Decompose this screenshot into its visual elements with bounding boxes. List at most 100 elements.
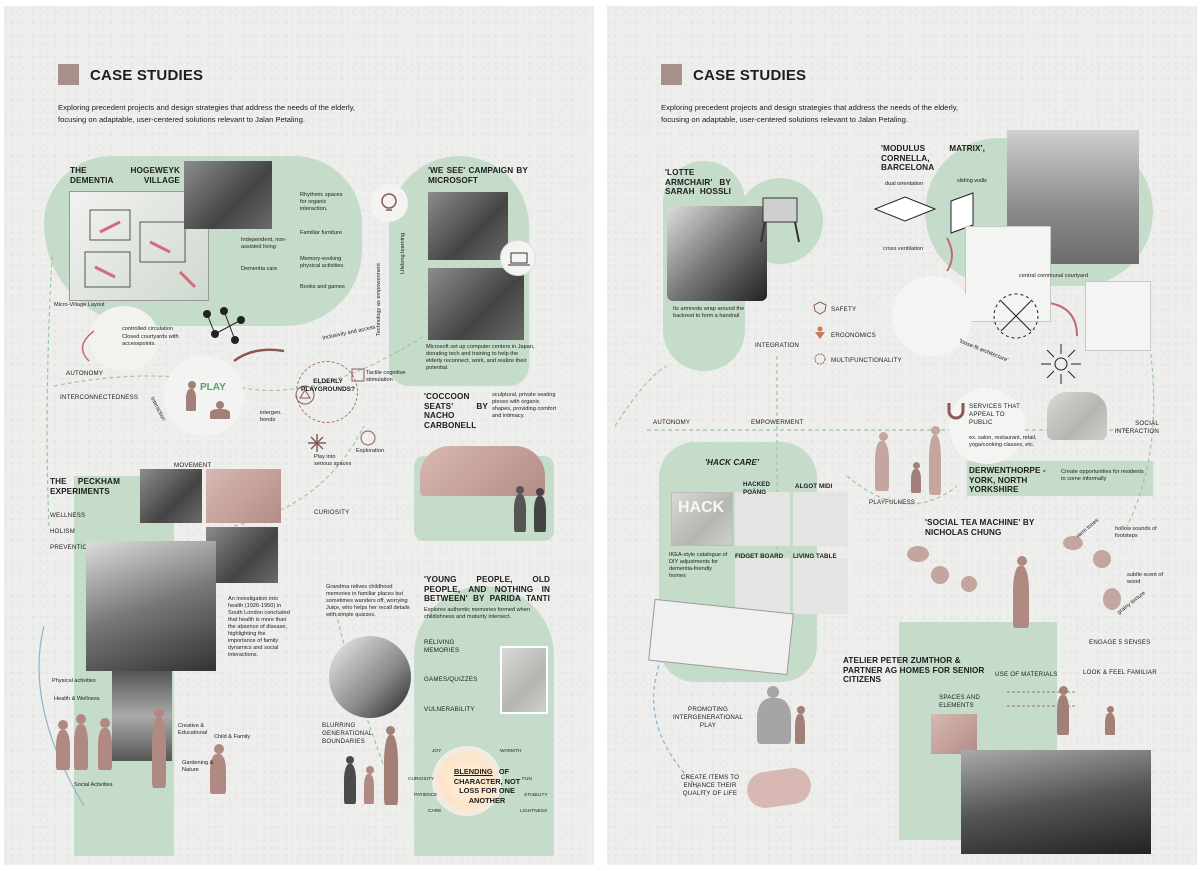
left-flow-lines <box>38 255 425 807</box>
title-marker <box>58 64 79 85</box>
right-title: CASE STUDIES <box>693 67 807 84</box>
loose-fit-circle <box>892 276 972 356</box>
blurring-label: BLURRING GENERATIONAL BOUNDARIES <box>322 722 373 745</box>
zumthor-building-photo <box>961 750 1151 854</box>
title-marker <box>661 64 682 85</box>
blending-rest: OF CHARACTER, NOT LOSS FOR ONE ANOTHER <box>453 767 521 805</box>
curiosity-label: CURIOSITY <box>314 509 350 516</box>
elderly-playgrounds-ring <box>296 361 358 423</box>
services-circle <box>949 388 1025 464</box>
derwenthorpe-body: Create opportunities for residents to co… <box>1061 469 1144 482</box>
circulation-blob <box>89 306 159 371</box>
services-examples: ex. salon, restaurant, retail, yoga/cook… <box>969 435 1037 448</box>
play-label: PLAY <box>200 382 226 393</box>
elderly-playgrounds-label: ELDERLY PLAYGROUNDS? <box>301 378 355 393</box>
gear-icon <box>814 353 826 365</box>
blending-glow <box>432 746 502 816</box>
ring-care: CARE <box>428 809 442 814</box>
create-items-label: CREATE ITEMS TO ENHANCE THEIR QUALITY OF… <box>680 774 740 797</box>
tech-label: Technology as empowerment <box>376 263 382 336</box>
salon-chair <box>1047 392 1107 440</box>
sun-icon <box>1041 344 1081 384</box>
modulus-siteplan <box>1085 281 1151 351</box>
play-serious-label: Play into serious spaces <box>314 454 352 467</box>
left-title: CASE STUDIES <box>90 67 204 84</box>
hack-care-heading: 'HACK CARE' <box>704 458 760 467</box>
young-old-tag-2: GAMES/QUIZZES <box>424 676 478 683</box>
young-old-tag-3: VULNERABILITY <box>424 706 475 713</box>
hogeweyk-point-4: Dementia care <box>241 266 278 272</box>
hogeweyk-point-2: Independent, non-assisted living <box>241 237 287 250</box>
hogeweyk-point-3: Familiar furniture <box>300 230 342 236</box>
walking-figures <box>1047 686 1127 746</box>
shield-icon <box>813 301 827 315</box>
peckham-photo-1 <box>140 469 202 523</box>
modulus-heading: 'MODULUS MATRIX', CORNELLA, BARCELONA <box>881 144 985 172</box>
loose-fit-network <box>993 293 1039 339</box>
hack-item-label-4: LIVING TABLE <box>793 553 837 560</box>
peckham-building <box>86 541 216 671</box>
value-safety: SAFETY <box>831 306 857 313</box>
dual-label: dual orientation <box>885 181 924 187</box>
young-old-explores: Explores authentic memories formed when … <box>424 607 531 620</box>
interconnectedness-label: INTERCONNECTEDNESS <box>60 394 139 401</box>
hogeweyk-point-6: Books and games <box>300 284 345 290</box>
cocoon-body: sculptural, private seating pieces with … <box>492 392 557 419</box>
we-see-photo-2 <box>428 268 524 340</box>
light-bulb-icon <box>370 184 408 222</box>
playfulness-figures <box>869 426 949 501</box>
promoting-label: PROMOTING INTERGENERATIONAL PLAY <box>673 706 743 729</box>
cocoon-seats-image <box>420 446 545 496</box>
derwenthorpe-block <box>967 461 1153 496</box>
hogeweyk-heading: THE HOGEWEYK DEMENTIA VILLAGE <box>70 166 180 185</box>
peckham-photo-3 <box>206 527 278 583</box>
blending-word: BLENDING <box>454 767 493 776</box>
peckham-people <box>54 708 254 814</box>
network-icon <box>203 307 245 344</box>
cross-label: cross ventilation <box>883 246 924 252</box>
materials-label: USE OF MATERIALS <box>995 671 1058 678</box>
intergen-label: intergen. bonds <box>260 410 282 423</box>
lotte-heading: 'LOTTE ARMCHAIR' BY SARAH HOSSLI <box>665 168 731 196</box>
hack-item-label-3: FIDGET BOARD <box>735 553 784 560</box>
empowerment-label: EMPOWERMENT <box>751 419 804 426</box>
magnet-icon <box>947 403 965 420</box>
social-tea-heading: 'SOCIAL TEA MACHINE' BY NICHOLAS CHUNG <box>925 518 1035 537</box>
gardening-label: Gardening & Nature <box>182 760 214 773</box>
look-feel-label: LOOK & FEEL FAMILIAR <box>1083 669 1157 676</box>
lifelong-label: Lifelong learning <box>400 232 406 274</box>
peckham-body: An investigation into health (1926-1950)… <box>228 596 290 658</box>
hack-cover-word: HACK <box>678 499 725 516</box>
child-label: Child & Family <box>214 734 251 740</box>
we-see-photo-1 <box>428 192 508 260</box>
chair-icon <box>760 197 800 243</box>
left-intro: Exploring precedent projects and design … <box>58 103 356 124</box>
hogeweyk-point-5: Memory-evoking physical activities. <box>300 256 345 269</box>
circulation-title: controlled circulation <box>122 326 173 332</box>
peckham-heading: THE PECKHAM EXPERIMENTS <box>50 477 120 496</box>
health-label: Health & Wellness <box>54 696 100 702</box>
derwenthorpe-heading: DERWENTHORPE - YORK, NORTH YORKSHIRE <box>969 466 1046 494</box>
sliding-label: sliding walls <box>957 178 987 184</box>
zumthor-interior <box>931 714 977 754</box>
we-see-heading: 'WE SEE' CAMPAIGN BY MICROSOFT <box>428 166 528 185</box>
courtyard-label: central communal courtyard <box>1019 273 1089 279</box>
autonomy-label: AUTONOMY <box>653 419 691 426</box>
playfulness-label: PLAYFULNESS <box>869 499 916 506</box>
hack-care-cover: HACK <box>671 492 733 546</box>
hack-item-label-2: ALGOT MIDI <box>795 483 833 490</box>
peckham-value-2: HOLISM <box>50 528 75 535</box>
hogeweyk-plan <box>69 191 209 301</box>
ring-patience: PATIENCE <box>414 793 438 798</box>
young-old-heading: 'YOUNG PEOPLE, OLD PEOPLE, AND NOTHING I… <box>424 575 550 603</box>
hack-item-2 <box>793 492 848 546</box>
social-interaction-label: SOCIAL INTERACTION <box>1114 420 1159 435</box>
exploration-label: Exploration <box>356 448 384 454</box>
hack-item-3 <box>735 558 790 614</box>
autonomy-label: AUTONOMY <box>66 370 104 377</box>
hogeweyk-photo <box>184 161 272 229</box>
hack-item-1 <box>735 492 790 546</box>
ring-stability: STABILITY <box>524 793 548 798</box>
laptop-icon <box>500 240 536 276</box>
compass-icon <box>360 430 376 446</box>
